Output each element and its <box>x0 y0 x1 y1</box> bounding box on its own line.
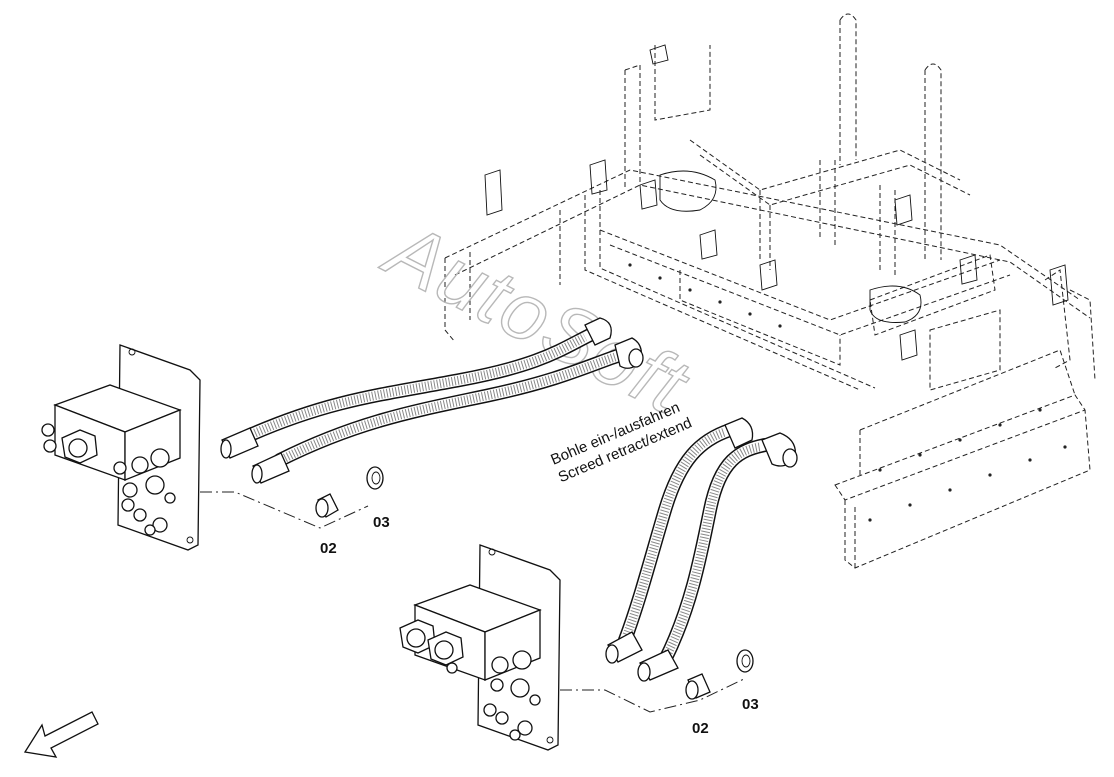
lower-seal-part[interactable] <box>736 649 754 673</box>
upper-plug-label: 02 <box>320 540 337 557</box>
lower-seal-label: 03 <box>742 696 759 713</box>
upper-plug-part[interactable] <box>315 493 339 518</box>
leader-lines <box>200 491 747 713</box>
upper-valve-block <box>41 344 201 551</box>
upper-seal-label: 03 <box>373 514 390 531</box>
upper-seal-part[interactable] <box>366 466 384 490</box>
screed-frame <box>444 13 1096 569</box>
watermark-text: AutoSoft <box>371 203 703 431</box>
upper-hose-pair <box>220 317 644 484</box>
lower-plug-part[interactable] <box>685 673 711 700</box>
lower-valve-block <box>399 544 561 751</box>
arrow-down-left-icon <box>23 711 99 758</box>
lower-hose-pair <box>605 417 798 682</box>
lower-plug-label: 02 <box>692 720 709 737</box>
